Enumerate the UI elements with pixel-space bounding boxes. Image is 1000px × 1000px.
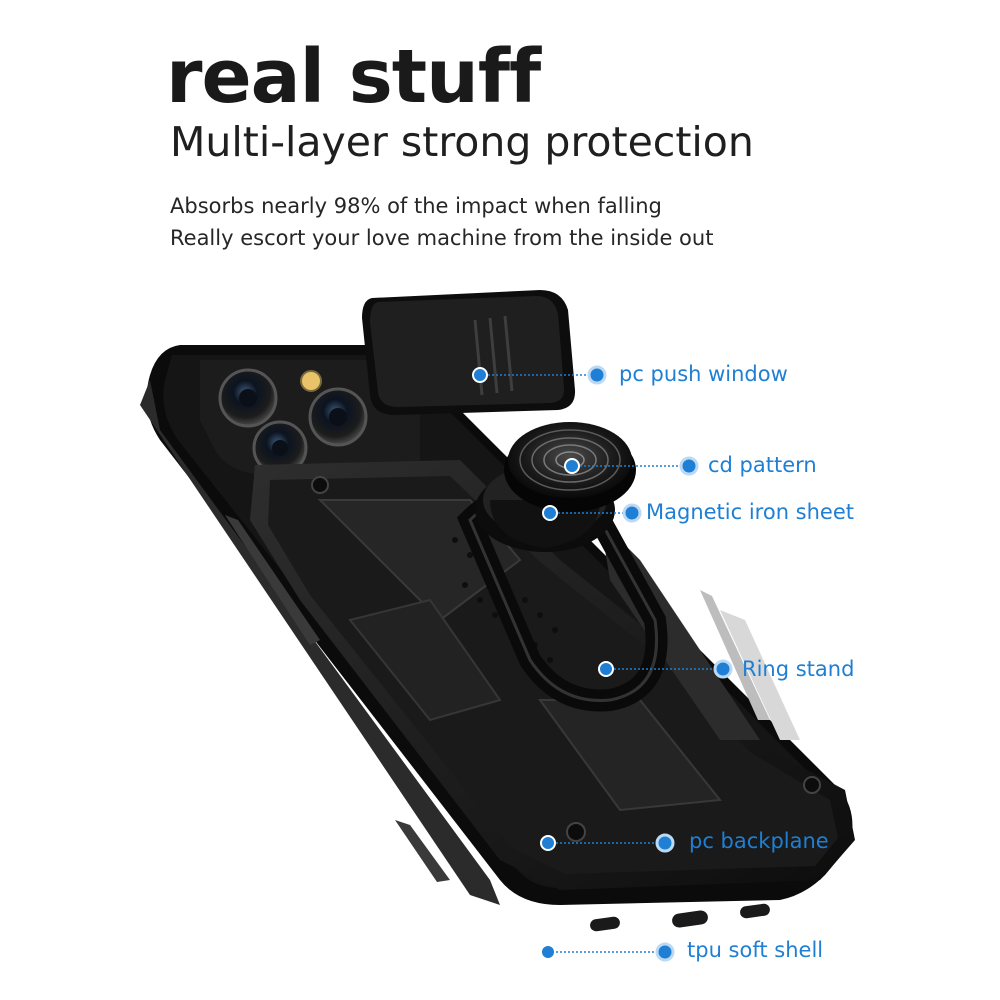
callout-label-magnetic-iron-sheet: Magnetic iron sheet: [646, 500, 855, 524]
blue-dot-icon: [598, 661, 614, 677]
pc-push-window: [362, 290, 576, 415]
flash-icon: [300, 370, 322, 392]
connector-pc-backplane: [540, 833, 675, 853]
description-line-2: Really escort your love machine from the…: [170, 226, 714, 250]
blue-dot-icon: [587, 365, 607, 385]
blue-dot-icon: [713, 659, 733, 679]
page-title: real stuff: [166, 34, 541, 120]
blue-dot-icon: [622, 503, 642, 523]
callout-label-cd-pattern: cd pattern: [708, 453, 817, 477]
connector-magnetic-iron-sheet: [542, 503, 642, 523]
blue-dot-icon: [655, 833, 675, 853]
callout-connectors: [472, 365, 733, 962]
blue-dot-icon: [542, 505, 558, 521]
connector-ring-stand: [598, 659, 733, 679]
connector-tpu-soft-shell: [540, 942, 675, 962]
blue-dot-icon: [679, 456, 699, 476]
description-line-1: Absorbs nearly 98% of the impact when fa…: [170, 194, 662, 218]
description: Absorbs nearly 98% of the impact when fa…: [170, 190, 713, 254]
callout-label-pc-backplane: pc backplane: [689, 829, 829, 853]
blue-dot-icon: [564, 458, 580, 474]
callout-label-ring-stand: Ring stand: [742, 657, 855, 681]
camera-module: [200, 360, 420, 476]
page-subtitle: Multi-layer strong protection: [170, 118, 754, 166]
blue-dot-icon: [655, 942, 675, 962]
callout-label-pc-push-window: pc push window: [619, 362, 788, 386]
blue-dot-icon: [472, 367, 488, 383]
connector-cd-pattern: [564, 456, 699, 476]
blue-dot-icon: [540, 835, 556, 851]
connector-pc-push-window: [472, 365, 607, 385]
callout-label-tpu-soft-shell: tpu soft shell: [687, 938, 824, 962]
blue-dot-icon: [540, 944, 556, 960]
